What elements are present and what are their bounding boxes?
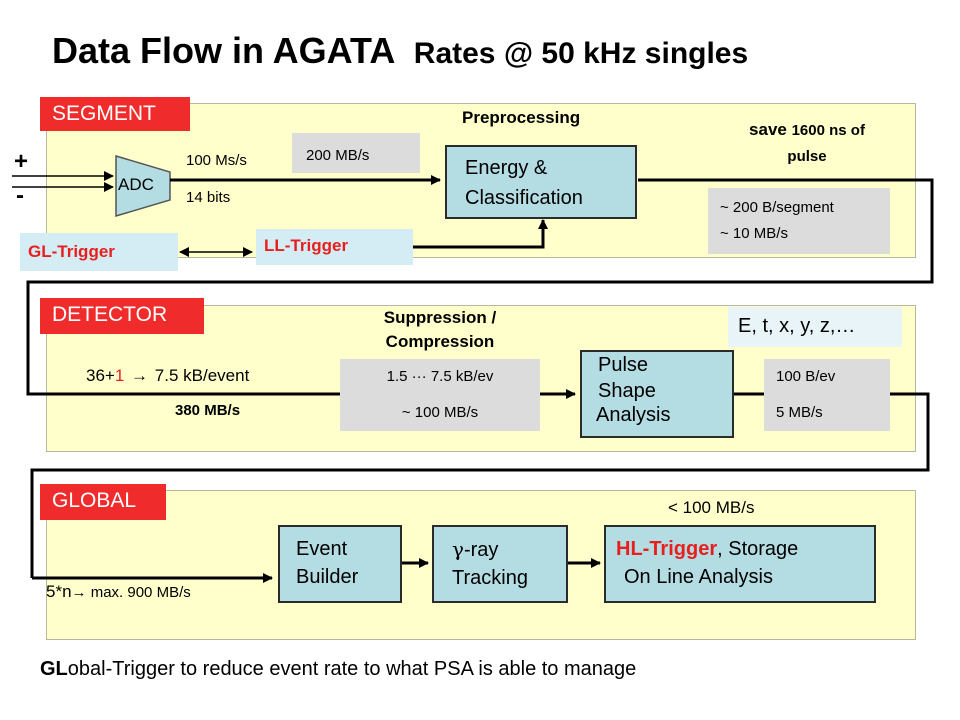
- psa-line1: Pulse: [598, 354, 649, 376]
- title-sub: Rates @ 50 kHz singles: [413, 37, 749, 70]
- hl-trigger-box: HL-Trigger, Storage On Line Analysis: [604, 525, 876, 603]
- tracking-line1: -ray: [463, 539, 499, 561]
- plus-sign: +: [14, 148, 29, 175]
- energy-line1: Energy &: [465, 157, 548, 179]
- suppression-line2: Compression: [385, 332, 495, 351]
- event-builder-line1: Event: [296, 538, 348, 560]
- params-box: E, t, x, y, z,…: [728, 307, 902, 347]
- psa-box: Pulse Shape Analysis: [580, 350, 734, 438]
- adc-label: ADC: [118, 175, 154, 194]
- psa-out-top: 100 B/ev: [776, 368, 836, 385]
- footer-bold: GL: [40, 658, 68, 680]
- global-input-label: 5*n→ max. 900 MB/s: [46, 582, 191, 602]
- detector-tag: DETECTOR: [40, 298, 204, 334]
- psa-line3: Analysis: [596, 404, 671, 426]
- input-suffix: max. 900 MB/s: [90, 584, 191, 601]
- arrow-icon: →: [131, 366, 149, 385]
- event-builder-line2: Builder: [296, 566, 359, 588]
- segment-mb-rate: ~ 10 MB/s: [720, 225, 788, 242]
- save-duration: 1600 ns of: [791, 122, 865, 139]
- gl-trigger-box: GL-Trigger: [20, 233, 178, 271]
- compression-top: 1.5 ··· 7.5 kB/ev: [386, 368, 494, 385]
- title-main: Data Flow in AGATA: [52, 30, 396, 71]
- event-suffix: 7.5 kB/event: [154, 366, 250, 385]
- energy-line2: Classification: [465, 187, 583, 209]
- tracking-box: γ-ray Tracking: [432, 525, 568, 603]
- suppression-line1: Suppression /: [383, 308, 497, 327]
- segment-output-box: ~ 200 B/segment ~ 10 MB/s: [708, 188, 890, 254]
- global-limit-label: < 100 MB/s: [668, 498, 755, 517]
- detector-rate-label: 380 MB/s: [175, 402, 241, 419]
- hl-trigger-label: HL-Trigger: [616, 538, 718, 560]
- minus-sign: -: [16, 182, 24, 209]
- arrow-icon: →: [71, 584, 87, 601]
- page-title: Data Flow in AGATA Rates @ 50 kHz single…: [52, 30, 748, 72]
- per-segment-label: ~ 200 B/segment: [720, 199, 834, 216]
- suppression-label: Suppression / Compression: [340, 306, 540, 354]
- gamma-symbol: γ: [452, 537, 464, 561]
- footer-rest: obal-Trigger to reduce event rate to wha…: [67, 658, 637, 680]
- compression-box: 1.5 ··· 7.5 kB/ev ~ 100 MB/s: [340, 359, 540, 431]
- event-red-digit: 1: [114, 366, 125, 385]
- ll-trigger-box: LL-Trigger: [256, 229, 413, 265]
- rate-box: 200 MB/s: [292, 133, 420, 173]
- energy-classification-box: Energy & Classification: [445, 145, 637, 219]
- event-builder-box: Event Builder: [278, 525, 402, 603]
- psa-out-bottom: 5 MB/s: [776, 404, 823, 421]
- event-size-label: 36+1 → 7.5 kB/event: [86, 366, 249, 386]
- compression-bottom: ~ 100 MB/s: [401, 404, 479, 421]
- online-analysis-label: On Line Analysis: [624, 566, 773, 588]
- psa-output-box: 100 B/ev 5 MB/s: [764, 359, 890, 431]
- global-tag: GLOBAL: [40, 484, 166, 520]
- preprocessing-label: Preprocessing: [462, 108, 581, 127]
- input-prefix: 5*n: [46, 582, 72, 601]
- save-word: save: [749, 120, 787, 139]
- segment-tag: SEGMENT: [40, 97, 190, 131]
- bits-label: 14 bits: [186, 189, 231, 206]
- storage-label: , Storage: [717, 538, 799, 560]
- psa-line2: Shape: [598, 380, 656, 402]
- event-prefix: 36+: [86, 366, 115, 385]
- tracking-line2: Tracking: [452, 567, 528, 589]
- save-line2: pulse: [787, 148, 827, 165]
- save-note: save 1600 ns of pulse: [722, 120, 892, 165]
- footer-note: GLobal-Trigger to reduce event rate to w…: [40, 658, 636, 681]
- sample-rate-label: 100 Ms/s: [186, 152, 247, 169]
